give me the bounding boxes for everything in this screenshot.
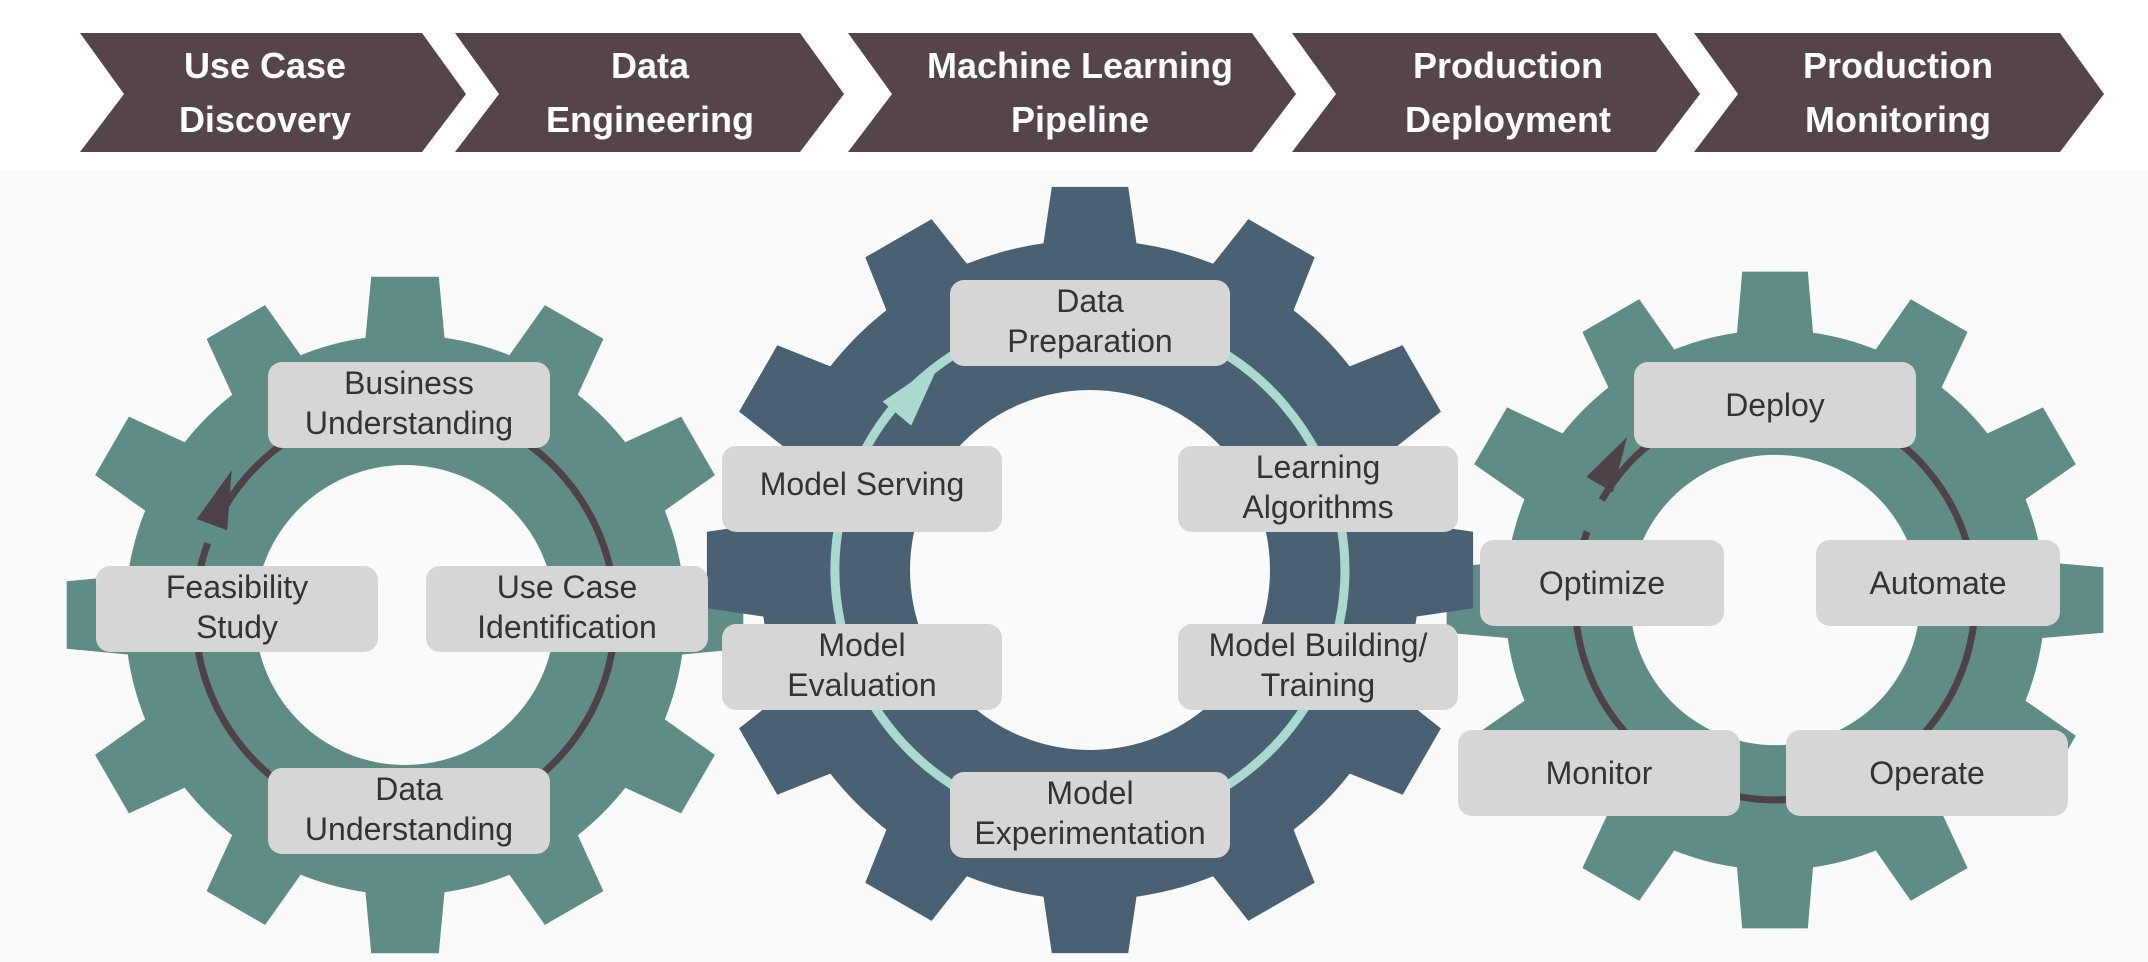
step-box-learning-algorithms: Learning Algorithms — [1178, 446, 1458, 532]
step-box-automate: Automate — [1816, 540, 2060, 626]
step-label: Identification — [477, 609, 657, 645]
stage-chevron-production-monitoring: Production Monitoring — [1694, 33, 2104, 152]
step-label: Evaluation — [787, 667, 936, 703]
stage-label-line1: Production — [1413, 45, 1603, 86]
step-label: Training — [1261, 667, 1375, 703]
stage-label-line1: Production — [1803, 45, 1993, 86]
step-box-deploy: Deploy — [1634, 362, 1916, 448]
step-label: Model — [1046, 775, 1133, 811]
stage-label-line1: Use Case — [184, 45, 346, 86]
step-label: Optimize — [1539, 565, 1665, 601]
left-gear-steps: Business Understanding Use Case Identifi… — [96, 362, 708, 854]
stage-label-line1: Machine Learning — [927, 45, 1233, 86]
step-label: Learning — [1256, 449, 1381, 485]
step-label: Deploy — [1725, 387, 1825, 423]
step-label: Model Building/ — [1209, 627, 1428, 663]
center-gear-steps: Data Preparation Learning Algorithms Mod… — [722, 280, 1458, 858]
step-label: Business — [344, 365, 474, 401]
stage-chevron-production-deployment: Production Deployment — [1292, 33, 1700, 152]
step-label: Experimentation — [974, 815, 1205, 851]
step-label: Monitor — [1546, 755, 1653, 791]
step-box-operate: Operate — [1786, 730, 2068, 816]
step-label: Understanding — [305, 405, 513, 441]
stage-chevrons: Use Case Discovery Data Engineering Mach… — [80, 33, 2104, 152]
step-box-model-building-training: Model Building/ Training — [1178, 624, 1458, 710]
stage-label-line1: Data — [611, 45, 690, 86]
step-label: Use Case — [497, 569, 638, 605]
step-box-model-experimentation: Model Experimentation — [950, 772, 1230, 858]
step-label: Feasibility — [166, 569, 308, 605]
stage-chevron-machine-learning-pipeline: Machine Learning Pipeline — [848, 33, 1296, 152]
step-label: Automate — [1870, 565, 2007, 601]
stage-chevron-use-case-discovery: Use Case Discovery — [80, 33, 466, 152]
step-label: Model Serving — [760, 466, 965, 502]
right-gear-steps: Deploy Automate Operate Monitor Optimize — [1458, 362, 2068, 816]
stage-label-line2: Discovery — [179, 99, 351, 140]
stage-label-line2: Monitoring — [1805, 99, 1991, 140]
step-box-data-preparation: Data Preparation — [950, 280, 1230, 366]
stage-label-line2: Pipeline — [1011, 99, 1149, 140]
step-box-data-understanding: Data Understanding — [268, 768, 550, 854]
step-label: Data — [1056, 283, 1124, 319]
step-box-model-evaluation: Model Evaluation — [722, 624, 1002, 710]
stage-label-line2: Deployment — [1405, 99, 1611, 140]
gear-icon — [66, 276, 744, 954]
step-label: Study — [196, 609, 278, 645]
step-label: Model — [818, 627, 905, 663]
step-box-feasibility-study: Feasibility Study — [96, 566, 378, 652]
step-box-optimize: Optimize — [1480, 540, 1724, 626]
step-label: Understanding — [305, 811, 513, 847]
step-label: Preparation — [1007, 323, 1172, 359]
cycle-arrowhead-icon — [1586, 437, 1627, 493]
step-box-business-understanding: Business Understanding — [268, 362, 550, 448]
gear-icon — [706, 186, 1474, 954]
stage-label-line2: Engineering — [546, 99, 754, 140]
step-label: Operate — [1869, 755, 1985, 791]
stage-chevron-data-engineering: Data Engineering — [455, 33, 844, 152]
cycle-arrowhead-icon — [196, 470, 232, 531]
step-box-model-serving: Model Serving — [722, 446, 1002, 532]
step-label: Algorithms — [1242, 489, 1393, 525]
step-box-use-case-identification: Use Case Identification — [426, 566, 708, 652]
step-label: Data — [375, 771, 443, 807]
cycle-arrowhead-icon — [882, 362, 940, 426]
step-box-monitor: Monitor — [1458, 730, 1740, 816]
